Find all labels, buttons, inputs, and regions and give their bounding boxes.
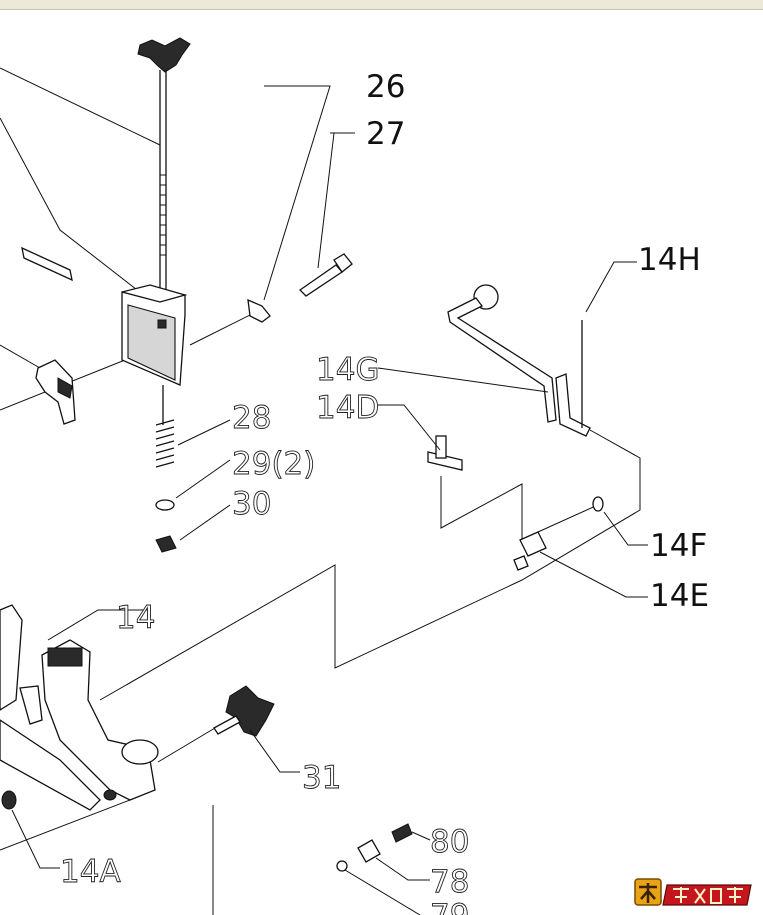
compression-spring [155, 419, 175, 468]
leader-14A [11, 809, 60, 869]
label-78: 78 [430, 864, 469, 900]
guide-line-knob [157, 724, 221, 763]
label-31: 31 [302, 760, 341, 796]
label-27: 27 [366, 116, 405, 152]
label-30: 30 [232, 486, 271, 522]
retaining-ring-14F [592, 496, 604, 512]
locking-knob [213, 685, 275, 737]
label-14: 14 [116, 600, 155, 636]
leader-29 [175, 459, 231, 499]
leader-28 [177, 419, 231, 446]
label-14D: 14D [316, 390, 379, 426]
guide-line-screw [189, 309, 261, 346]
ball-79 [336, 860, 348, 872]
label-14A: 14A [60, 854, 121, 890]
guide-line-left [0, 344, 41, 369]
leader-14 [47, 609, 148, 641]
star-knob-31-icon [225, 685, 275, 737]
watermark-logo [634, 878, 752, 906]
bolt-head [333, 253, 353, 273]
wing-nut-icon [247, 298, 271, 323]
leader-30 [179, 504, 231, 541]
leader-27 [317, 132, 355, 269]
spring-stack [155, 385, 177, 553]
label-80: 80 [430, 824, 469, 860]
guide-line-lower [0, 799, 131, 851]
side-bracket [35, 359, 76, 425]
casting-block [47, 647, 83, 667]
leader-14D [378, 404, 441, 451]
label-28: 28 [232, 400, 271, 436]
locating-pin [435, 435, 447, 459]
square-nut [155, 535, 177, 553]
guide-line-top [0, 67, 161, 146]
housing-window [127, 304, 176, 381]
leader-78 [375, 857, 430, 881]
tension-knob-assembly [137, 37, 191, 300]
label-79: 79 [430, 898, 469, 915]
guide-line-pin [344, 869, 421, 915]
leader-14H [585, 261, 637, 313]
housing-top-face [121, 284, 188, 303]
label-14G: 14G [316, 352, 379, 388]
star-knob-top-icon [137, 37, 191, 73]
leader-31 [249, 729, 300, 773]
dowel-pin-78 [357, 839, 381, 863]
label-26: 26 [366, 69, 405, 105]
label-14H: 14H [638, 242, 701, 278]
assembly-line-14d [440, 476, 523, 540]
label-14E: 14E [650, 578, 709, 614]
leader-26 [263, 85, 331, 301]
crank-handle [447, 284, 591, 437]
crank-arm [447, 297, 557, 423]
knob-stud [213, 715, 241, 735]
leader-80 [411, 831, 431, 841]
rod-thread-marks [160, 174, 166, 256]
base-casting [0, 604, 159, 811]
casting-rib [0, 719, 101, 811]
assembly-line-main [99, 429, 641, 701]
exploded-parts-diagram: 26 27 14H 14G 14D 28 29(2) 30 14F 14E 14… [0, 37, 709, 915]
boss-hole [121, 739, 159, 765]
hex-nut-14A-icon [1, 790, 17, 810]
label-29: 29(2) [232, 446, 315, 482]
washer [155, 499, 175, 511]
leader-14F [603, 511, 648, 546]
label-14F: 14F [650, 528, 707, 564]
spring-80 [391, 823, 413, 843]
bolt-shank [298, 264, 343, 297]
guide-lines [0, 67, 641, 915]
leader-14E [539, 551, 648, 598]
guide-line-mid [0, 117, 151, 301]
window-top-edge [0, 0, 763, 10]
guide-pin [21, 246, 73, 282]
coupling-14E [519, 531, 547, 557]
leader-14G [377, 367, 549, 393]
tension-housing [121, 284, 188, 386]
